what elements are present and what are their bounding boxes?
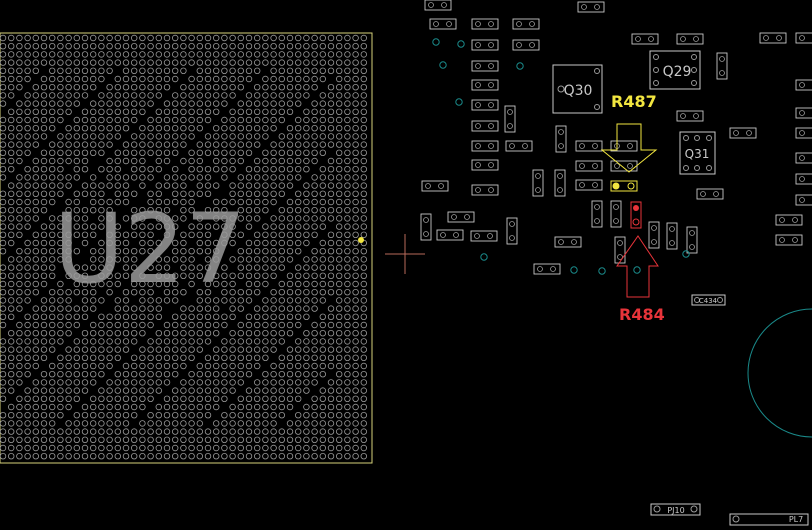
r484-highlighted-part bbox=[630, 201, 642, 229]
r484-pad-b bbox=[632, 218, 640, 226]
passive-components bbox=[420, 0, 812, 275]
part-pl7[interactable]: PL7 bbox=[729, 513, 809, 526]
part-c434[interactable]: C434 bbox=[691, 294, 726, 306]
callout-r484[interactable]: R484 bbox=[616, 201, 665, 324]
transistor-q30[interactable]: Q30 bbox=[552, 64, 603, 114]
chip-label: U27 bbox=[54, 193, 246, 305]
bga-ball-array bbox=[0, 34, 367, 460]
r487-pad-a bbox=[612, 182, 620, 190]
r487-highlighted-part bbox=[610, 180, 638, 192]
r484-pad-a bbox=[633, 205, 639, 211]
q30-label: Q30 bbox=[564, 83, 593, 99]
bga-chip-u27[interactable]: U27 bbox=[0, 32, 373, 464]
callout-r487[interactable]: R487 bbox=[600, 92, 658, 192]
q31-label: Q31 bbox=[685, 147, 710, 161]
pj10-label: PJ10 bbox=[667, 506, 684, 515]
r484-callout-label: R484 bbox=[619, 305, 665, 324]
r487-pad-b bbox=[627, 182, 635, 190]
pl7-label: PL7 bbox=[789, 515, 803, 524]
yellow-arrow-down bbox=[600, 123, 658, 173]
q29-label: Q29 bbox=[663, 64, 692, 80]
crosshair-cursor bbox=[385, 234, 425, 274]
part-pj10[interactable]: PJ10 bbox=[650, 503, 701, 516]
red-arrow-up bbox=[616, 235, 659, 298]
vias bbox=[432, 38, 690, 275]
r487-callout-label: R487 bbox=[611, 92, 657, 111]
transistor-q31[interactable]: Q31 bbox=[679, 131, 716, 175]
c434-label: C434 bbox=[699, 297, 718, 305]
transistor-q29[interactable]: Q29 bbox=[649, 50, 701, 90]
mounting-hole-outline bbox=[747, 308, 812, 438]
pin1-marker bbox=[358, 237, 364, 243]
bga-outline bbox=[0, 32, 373, 464]
